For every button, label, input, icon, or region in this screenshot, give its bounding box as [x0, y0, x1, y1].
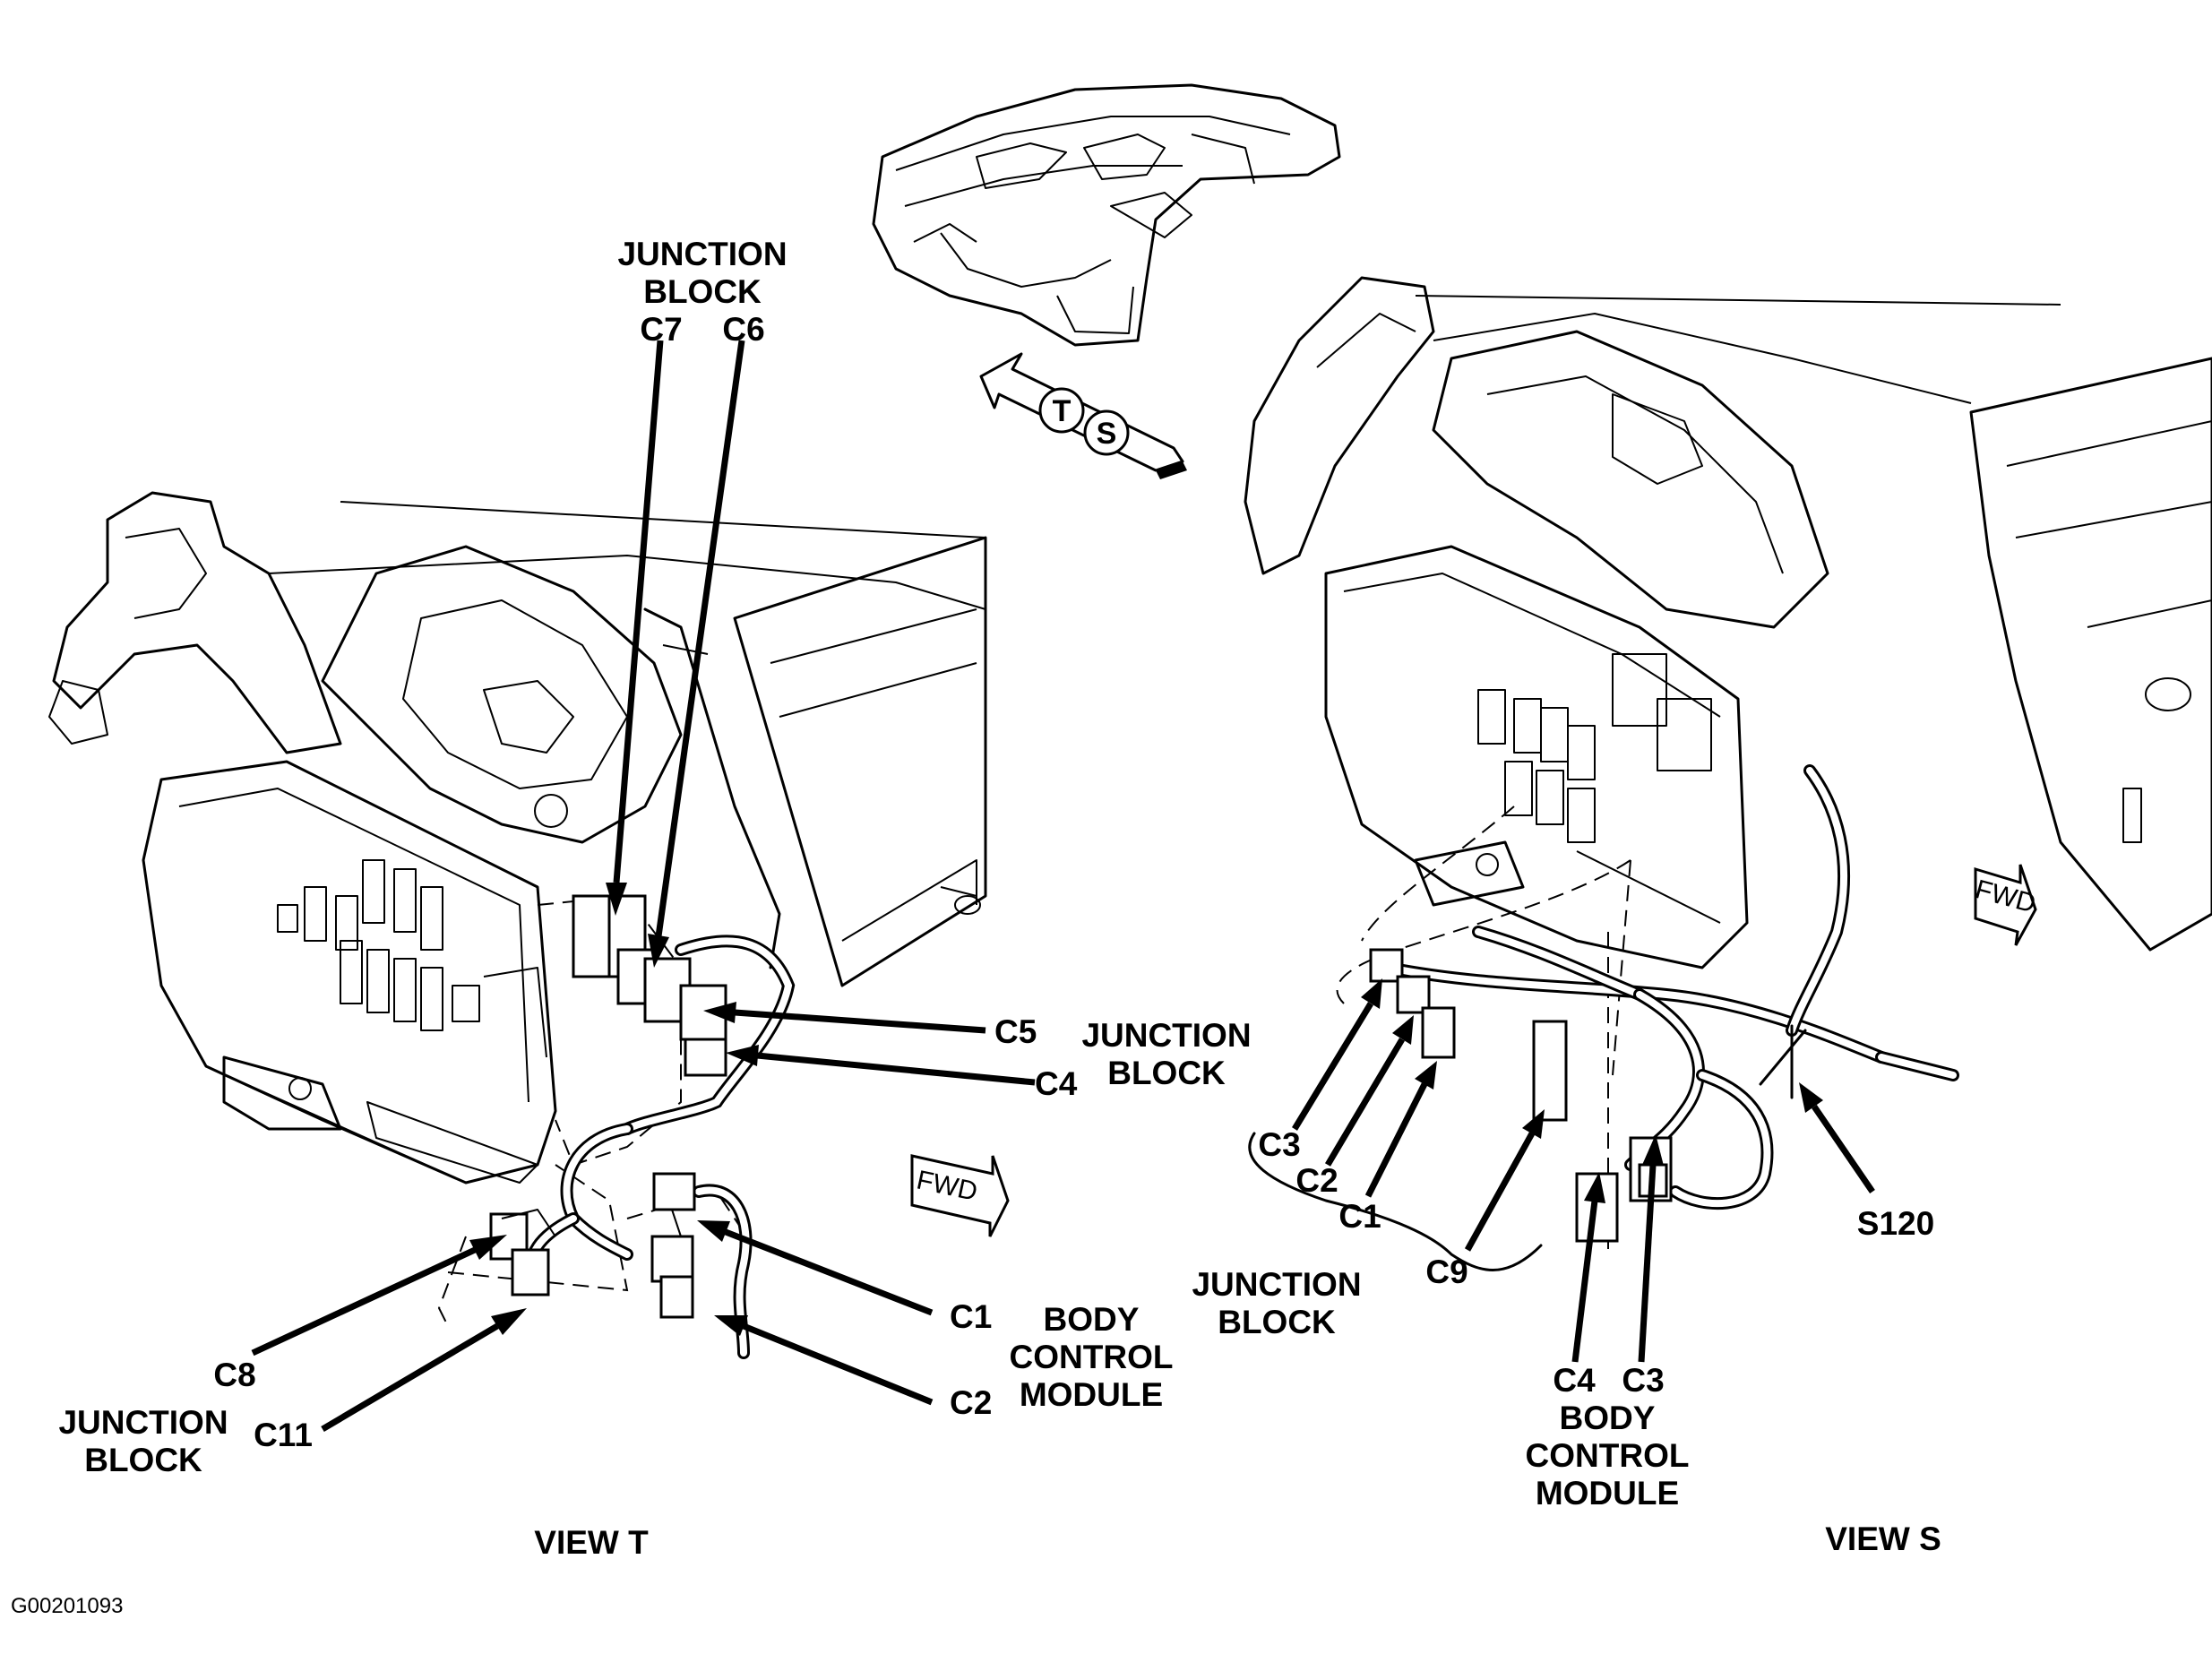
bcm-label-line1: BODY: [1560, 1400, 1656, 1436]
c11-label: C11: [254, 1417, 313, 1453]
s-circle: [1083, 409, 1130, 456]
c4-label: C4: [1553, 1362, 1596, 1399]
junction-block-label-line1: JUNCTION: [1192, 1266, 1361, 1303]
view-t-fwd-indicator: FWD: [910, 1154, 1010, 1237]
view-t-labels: JUNCTION BLOCK C7 C6 C5 C4 JUNCTION BLOC…: [58, 236, 1251, 1478]
junction-block-right-label-line1: JUNCTION: [1081, 1017, 1251, 1054]
junction-block-bottom-label-line1: JUNCTION: [58, 1404, 228, 1441]
c5-label: C5: [994, 1013, 1037, 1050]
bcm-label-line3: MODULE: [1536, 1475, 1679, 1512]
bcm-label-line3: MODULE: [1020, 1376, 1163, 1413]
c1-label: C1: [950, 1298, 992, 1335]
c8-label: C8: [213, 1357, 255, 1393]
bcm-label-line2: CONTROL: [1010, 1339, 1174, 1375]
bcm-label-line1: BODY: [1044, 1301, 1140, 1338]
junction-block-bracket: [1248, 1132, 1543, 1271]
c3-label: C3: [1258, 1126, 1300, 1163]
view-s-illustration: [1244, 276, 2212, 1254]
c1-label: C1: [1338, 1198, 1381, 1235]
view-s-title: VIEW S: [1825, 1520, 1941, 1557]
s-marker: S: [1097, 417, 1117, 451]
c2-label: C2: [1295, 1162, 1338, 1199]
c2-label: C2: [950, 1384, 992, 1421]
junction-block-top-label-line1: JUNCTION: [617, 236, 787, 272]
bcm-label-line2: CONTROL: [1526, 1437, 1690, 1474]
view-s-labels: C3 C2 C1 JUNCTION BLOCK C9 C4 C3 BODY CO…: [1192, 1126, 1934, 1512]
s120-label: S120: [1857, 1205, 1934, 1242]
c7-label: C7: [640, 311, 682, 348]
junction-block-label-line2: BLOCK: [1218, 1304, 1336, 1340]
junction-block-bottom-label-line2: BLOCK: [84, 1442, 202, 1478]
ts-orientation-arrow: T S: [979, 352, 1187, 479]
view-s-fwd-indicator: FWD: [1972, 864, 2039, 946]
junction-block-right-label-line2: BLOCK: [1107, 1055, 1226, 1091]
junction-block-top-label-line2: BLOCK: [643, 273, 762, 310]
figure-reference: G00201093: [11, 1594, 123, 1618]
t-circle: [1038, 387, 1085, 434]
c9-label: C9: [1425, 1253, 1467, 1290]
view-t-title: VIEW T: [534, 1524, 649, 1561]
dashboard-inset: [872, 83, 1341, 347]
c3-bcm-label: C3: [1622, 1362, 1664, 1399]
c4-label: C4: [1035, 1065, 1078, 1102]
c6-label: C6: [722, 311, 764, 348]
view-t-illustration: [48, 491, 987, 1359]
view-s-callout-arrows: [1292, 978, 1875, 1363]
view-t-callout-arrows: [251, 340, 1036, 1433]
t-marker: T: [1053, 394, 1072, 428]
